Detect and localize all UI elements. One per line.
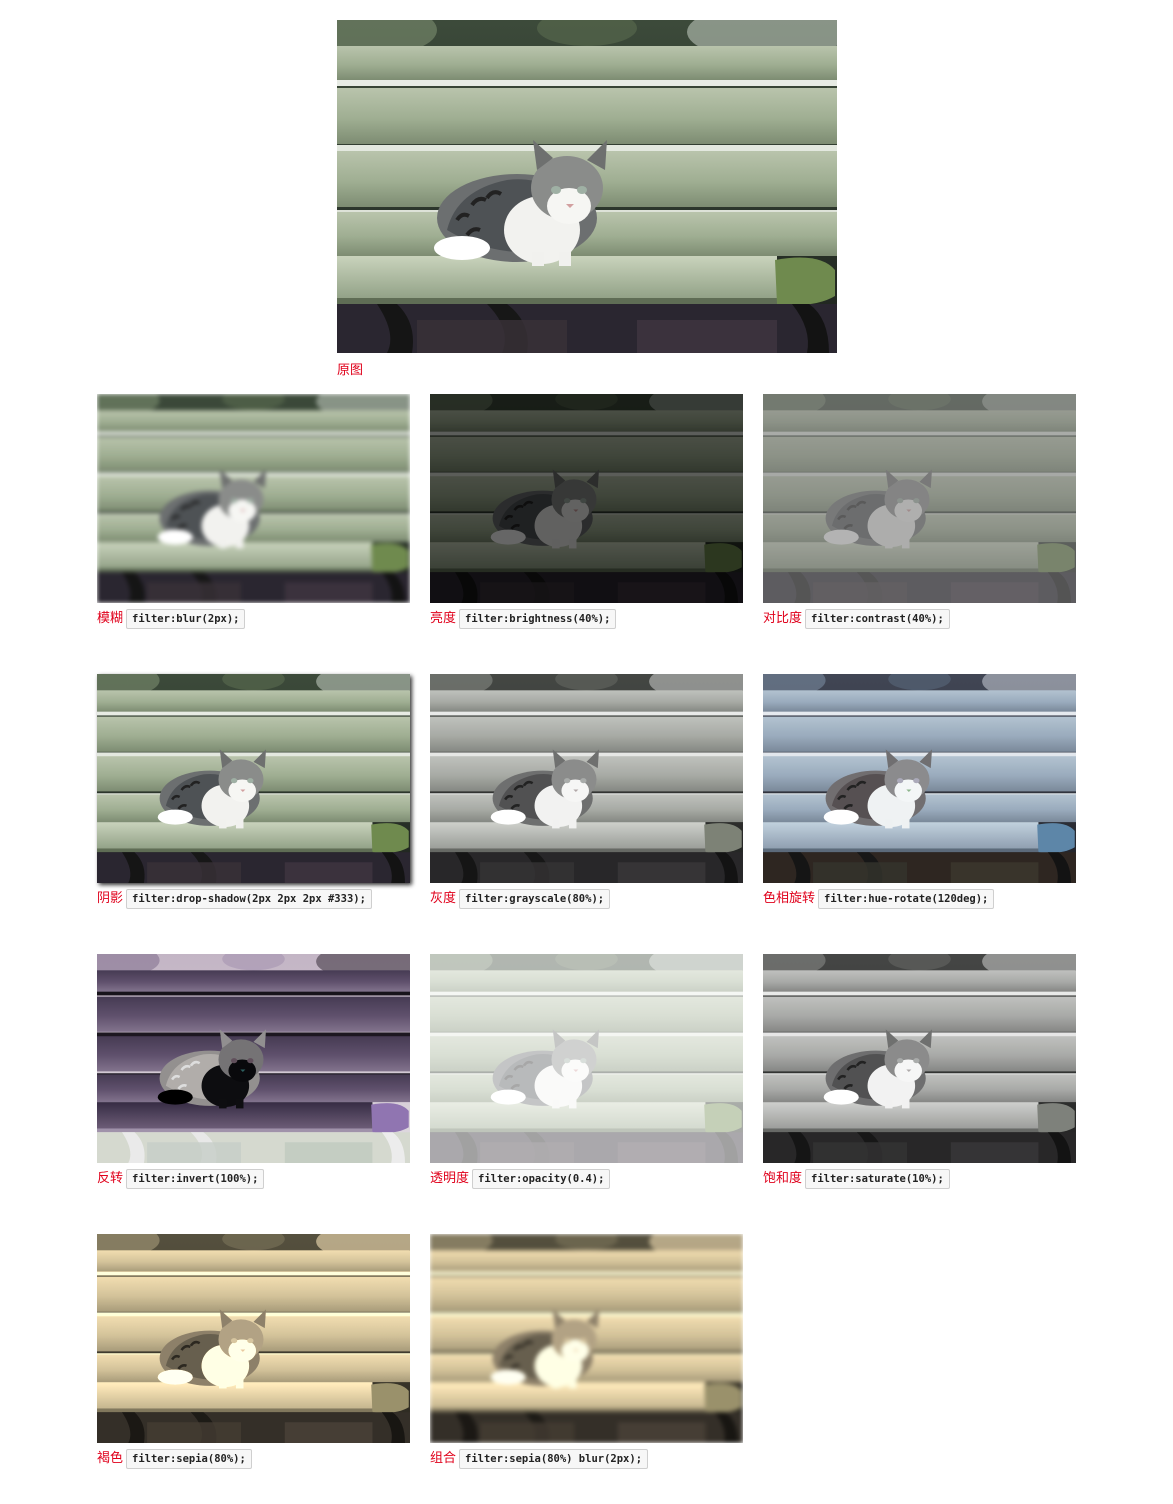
filter-code: filter:opacity(0.4); (472, 1169, 611, 1189)
filter-photo-hue-rotate (763, 674, 1076, 883)
filter-name: 组合 (430, 1451, 457, 1466)
filter-caption: 色相旋转 filter:hue-rotate(120deg); (763, 889, 1076, 909)
filter-name: 模糊 (97, 611, 124, 626)
filter-item-opacity: 透明度 filter:opacity(0.4); (430, 954, 743, 1189)
filter-code: filter:sepia(80%); (126, 1449, 252, 1469)
filter-item-grayscale: 灰度 filter:grayscale(80%); (430, 674, 743, 909)
filter-item-blur: 模糊 filter:blur(2px); (97, 394, 410, 629)
filter-name: 透明度 (430, 1171, 470, 1186)
filter-code: filter:hue-rotate(120deg); (818, 889, 995, 909)
filter-item-hue-rotate: 色相旋转 filter:hue-rotate(120deg); (763, 674, 1076, 909)
filter-photo-contrast (763, 394, 1076, 603)
filter-caption: 灰度 filter:grayscale(80%); (430, 889, 743, 909)
filter-item-brightness: 亮度 filter:brightness(40%); (430, 394, 743, 629)
filter-caption: 阴影 filter:drop-shadow(2px 2px 2px #333); (97, 889, 410, 909)
filter-code: filter:blur(2px); (126, 609, 246, 629)
original-photo (337, 20, 837, 353)
filter-code: filter:contrast(40%); (805, 609, 950, 629)
filter-name: 反转 (97, 1171, 124, 1186)
filter-name: 亮度 (430, 611, 457, 626)
filter-caption: 亮度 filter:brightness(40%); (430, 609, 743, 629)
cat-on-bench-photo (337, 20, 837, 353)
cat-on-bench-photo (430, 394, 743, 603)
filter-code: filter:sepia(80%) blur(2px); (459, 1449, 649, 1469)
filter-code: filter:invert(100%); (126, 1169, 265, 1189)
cat-on-bench-photo (430, 954, 743, 1163)
filter-name: 饱和度 (763, 1171, 803, 1186)
filter-photo-opacity (430, 954, 743, 1163)
filter-name: 色相旋转 (763, 891, 816, 906)
filter-caption: 透明度 filter:opacity(0.4); (430, 1169, 743, 1189)
original-figure: 原图 (337, 20, 837, 381)
filter-item-sepia: 褐色 filter:sepia(80%); (97, 1234, 410, 1469)
filter-photo-drop-shadow (97, 674, 410, 883)
filter-code: filter:saturate(10%); (805, 1169, 950, 1189)
original-caption: 原图 (337, 361, 837, 381)
filter-photo-saturate (763, 954, 1076, 1163)
filter-code: filter:brightness(40%); (459, 609, 617, 629)
filter-item-invert: 反转 filter:invert(100%); (97, 954, 410, 1189)
filter-item-drop-shadow: 阴影 filter:drop-shadow(2px 2px 2px #333); (97, 674, 410, 909)
filter-caption: 组合 filter:sepia(80%) blur(2px); (430, 1449, 743, 1469)
filter-name: 褐色 (97, 1451, 124, 1466)
original-label: 原图 (337, 363, 364, 378)
filter-photo-blur (97, 394, 410, 603)
cat-on-bench-photo (763, 394, 1076, 603)
filter-code: filter:grayscale(80%); (459, 889, 611, 909)
filter-item-contrast: 对比度 filter:contrast(40%); (763, 394, 1076, 629)
cat-on-bench-photo (430, 1234, 743, 1443)
cat-on-bench-photo (97, 394, 410, 603)
filter-photo-sepia (97, 1234, 410, 1443)
filter-caption: 反转 filter:invert(100%); (97, 1169, 410, 1189)
filter-caption: 饱和度 filter:saturate(10%); (763, 1169, 1076, 1189)
filter-photo-invert (97, 954, 410, 1163)
cat-on-bench-photo (97, 954, 410, 1163)
filter-caption: 模糊 filter:blur(2px); (97, 609, 410, 629)
filter-photo-brightness (430, 394, 743, 603)
filter-caption: 褐色 filter:sepia(80%); (97, 1449, 410, 1469)
filter-photo-grayscale (430, 674, 743, 883)
filter-item-saturate: 饱和度 filter:saturate(10%); (763, 954, 1076, 1189)
filter-name: 灰度 (430, 891, 457, 906)
cat-on-bench-photo (763, 674, 1076, 883)
cat-on-bench-photo (430, 674, 743, 883)
filter-photo-combined (430, 1234, 743, 1443)
filter-caption: 对比度 filter:contrast(40%); (763, 609, 1076, 629)
filter-code: filter:drop-shadow(2px 2px 2px #333); (126, 889, 372, 909)
filter-name: 阴影 (97, 891, 124, 906)
cat-on-bench-photo (97, 1234, 410, 1443)
filter-item-combined: 组合 filter:sepia(80%) blur(2px); (430, 1234, 743, 1469)
filter-name: 对比度 (763, 611, 803, 626)
cat-on-bench-photo (763, 954, 1076, 1163)
cat-on-bench-photo (97, 674, 410, 883)
